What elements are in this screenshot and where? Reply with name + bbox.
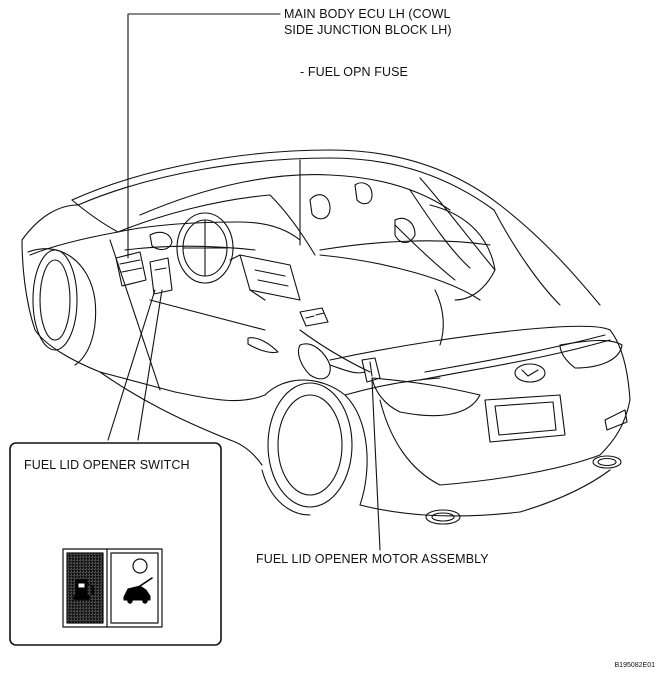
label-junction-block: SIDE JUNCTION BLOCK LH) bbox=[284, 23, 452, 37]
switch-inset bbox=[9, 442, 222, 646]
indicator-lamp bbox=[132, 558, 148, 574]
figure-code: B195082E01 bbox=[614, 662, 655, 669]
leader-lines bbox=[107, 13, 381, 551]
inset-frame bbox=[9, 442, 222, 646]
switch-panel bbox=[62, 548, 163, 628]
label-fuel-opn-fuse: - FUEL OPN FUSE bbox=[300, 65, 408, 79]
fuel-pump-icon bbox=[73, 579, 95, 600]
label-main-body-ecu: MAIN BODY ECU LH (COWL bbox=[284, 7, 451, 21]
label-fuel-lid-opener-switch: FUEL LID OPENER SWITCH bbox=[24, 458, 190, 472]
label-fuel-lid-opener-motor: FUEL LID OPENER MOTOR ASSEMBLY bbox=[256, 552, 489, 566]
car-body bbox=[21, 149, 631, 525]
car-trunk-icon bbox=[123, 577, 153, 604]
